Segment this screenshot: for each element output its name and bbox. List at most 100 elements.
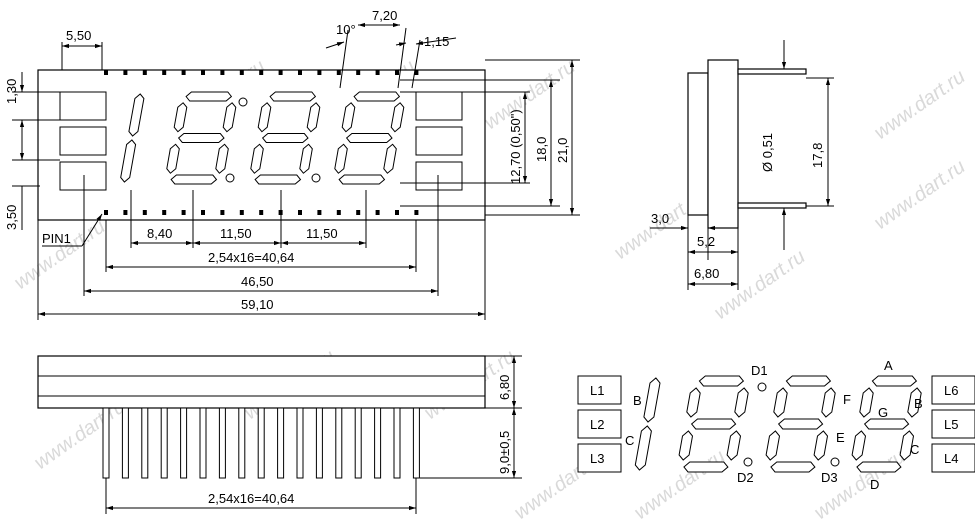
left-bar-2 (59, 126, 107, 156)
dim-width-total: 59,10 (241, 297, 274, 312)
schem-digit-2-seg-b (734, 387, 749, 418)
schem-digit-4-seg-c (899, 430, 915, 461)
front-digit-1-seg-c (120, 139, 137, 183)
leg-pin (374, 407, 382, 479)
schematic-digits (634, 375, 922, 473)
pin1-label: PIN1 (42, 231, 71, 246)
front-digit-3-seg-b (306, 102, 321, 133)
schem-digit-3-seg-b (821, 387, 836, 418)
leg-pin (141, 407, 149, 479)
leg-pin (257, 407, 265, 479)
dim-left-bottom: 3,50 (4, 205, 19, 230)
schem-digit-2-seg-e (678, 430, 694, 461)
top-pin-mark (375, 70, 380, 75)
side-pin-top (737, 68, 807, 75)
right-bar-3 (415, 161, 463, 191)
label-d1: D1 (751, 363, 768, 378)
label-f: F (843, 392, 851, 407)
schem-digit-3-seg-d (770, 461, 816, 473)
side-view: 17,8 Ø 0,51 3,0 5,2 6,80 (650, 40, 834, 290)
schem-digit-4-seg-a (871, 375, 918, 387)
leg-pin (393, 407, 401, 479)
display-body (37, 69, 486, 221)
dim-pin-length: 17,8 (810, 143, 825, 168)
dim-seg-width: 1,15 (424, 34, 449, 49)
leg-pin (277, 407, 285, 479)
leg-pin (354, 407, 362, 479)
leg-pin (238, 407, 246, 479)
top-pin-mark (356, 70, 361, 75)
label-b-left: B (633, 393, 642, 408)
label-d: D (870, 477, 879, 492)
top-pin-marks (104, 70, 419, 75)
top-pin-mark (336, 70, 341, 75)
schem-digit-3-seg-f (773, 387, 788, 418)
bottom-pin-mark (123, 210, 128, 215)
box-l3 (577, 443, 622, 473)
segment-schematic: L1 L2 L3 L6 L5 L4 B C D1 D2 D3 A F B G E… (577, 358, 975, 492)
top-pin-mark (259, 70, 264, 75)
side-body-front (707, 59, 739, 229)
dim-d3: 6,80 (694, 266, 719, 281)
front-digit-1-seg-b (128, 93, 145, 137)
side-body-back (687, 72, 709, 216)
bottom-pin-mark (104, 210, 108, 215)
front-digit-4-seg-d (338, 174, 386, 185)
front-view: 5,50 1,30 3,50 10° 7,20 1,15 12,70 (0, (4, 8, 580, 320)
front-digit-2-seg-c (215, 143, 229, 174)
watermark-text: www.dart.ru (10, 216, 109, 295)
bottom-leg-pins (102, 407, 420, 479)
right-bar-1 (415, 91, 463, 121)
front-digit-4-seg-b (390, 102, 405, 133)
leg-pin (218, 407, 226, 479)
bottom-pin-marks (104, 210, 419, 215)
bottom-pin-mark (395, 210, 399, 215)
schem-digit-4-seg-e (851, 430, 867, 461)
bottom-pin-mark (220, 210, 225, 215)
top-pin-mark (239, 70, 244, 75)
dim-pitch-1: 8,40 (147, 226, 172, 241)
front-digit-2-seg-e (166, 143, 180, 174)
dim-top-left: 5,50 (66, 28, 91, 43)
dim-height-total: 21,0 (555, 138, 570, 163)
schem-digit-2-seg-d (683, 461, 729, 473)
front-digit-4-seg-f (341, 102, 356, 133)
label-c: C (910, 442, 919, 457)
watermark-text: www.dart.ru (870, 156, 969, 235)
dot-1 (238, 97, 248, 107)
dim-angle: 10° (336, 22, 356, 37)
dim-bottom-pin-span: 2,54x16=40,64 (208, 491, 294, 506)
bottom-pin-mark (336, 210, 341, 215)
dot-3 (311, 173, 321, 183)
bottom-pin-mark (259, 210, 264, 215)
top-pin-mark (201, 70, 205, 75)
leg-pin (296, 407, 304, 479)
front-digit-2-seg-d (170, 174, 218, 185)
front-digit-2-seg-f (173, 102, 188, 133)
top-pin-mark (142, 70, 147, 75)
dim-d1: 3,0 (651, 211, 669, 226)
dim-digit-width: 7,20 (372, 8, 397, 23)
front-digit-3-seg-c (299, 143, 313, 174)
schem-digit-1-seg-c (634, 425, 652, 471)
box-l4 (931, 443, 975, 473)
front-digit-4-seg-g (345, 133, 393, 143)
bottom-pin-mark (298, 210, 302, 215)
label-a: A (884, 358, 893, 373)
front-digit-3-seg-a (269, 91, 317, 102)
schem-digit-3-seg-e (765, 430, 781, 461)
dot-d3 (830, 457, 840, 467)
label-b: B (914, 396, 923, 411)
front-digit-4-seg-c (383, 143, 397, 174)
dim-pitch-3: 11,50 (306, 226, 338, 241)
leg-pin (335, 407, 343, 479)
top-pin-mark (181, 70, 186, 75)
front-digit-2-seg-g (177, 133, 225, 143)
box-l1 (577, 375, 622, 405)
label-l6: L6 (944, 383, 958, 398)
dot-d2 (743, 457, 753, 467)
schem-digit-2-seg-g (690, 418, 737, 430)
top-pin-mark (278, 70, 283, 75)
label-g: G (878, 405, 888, 420)
